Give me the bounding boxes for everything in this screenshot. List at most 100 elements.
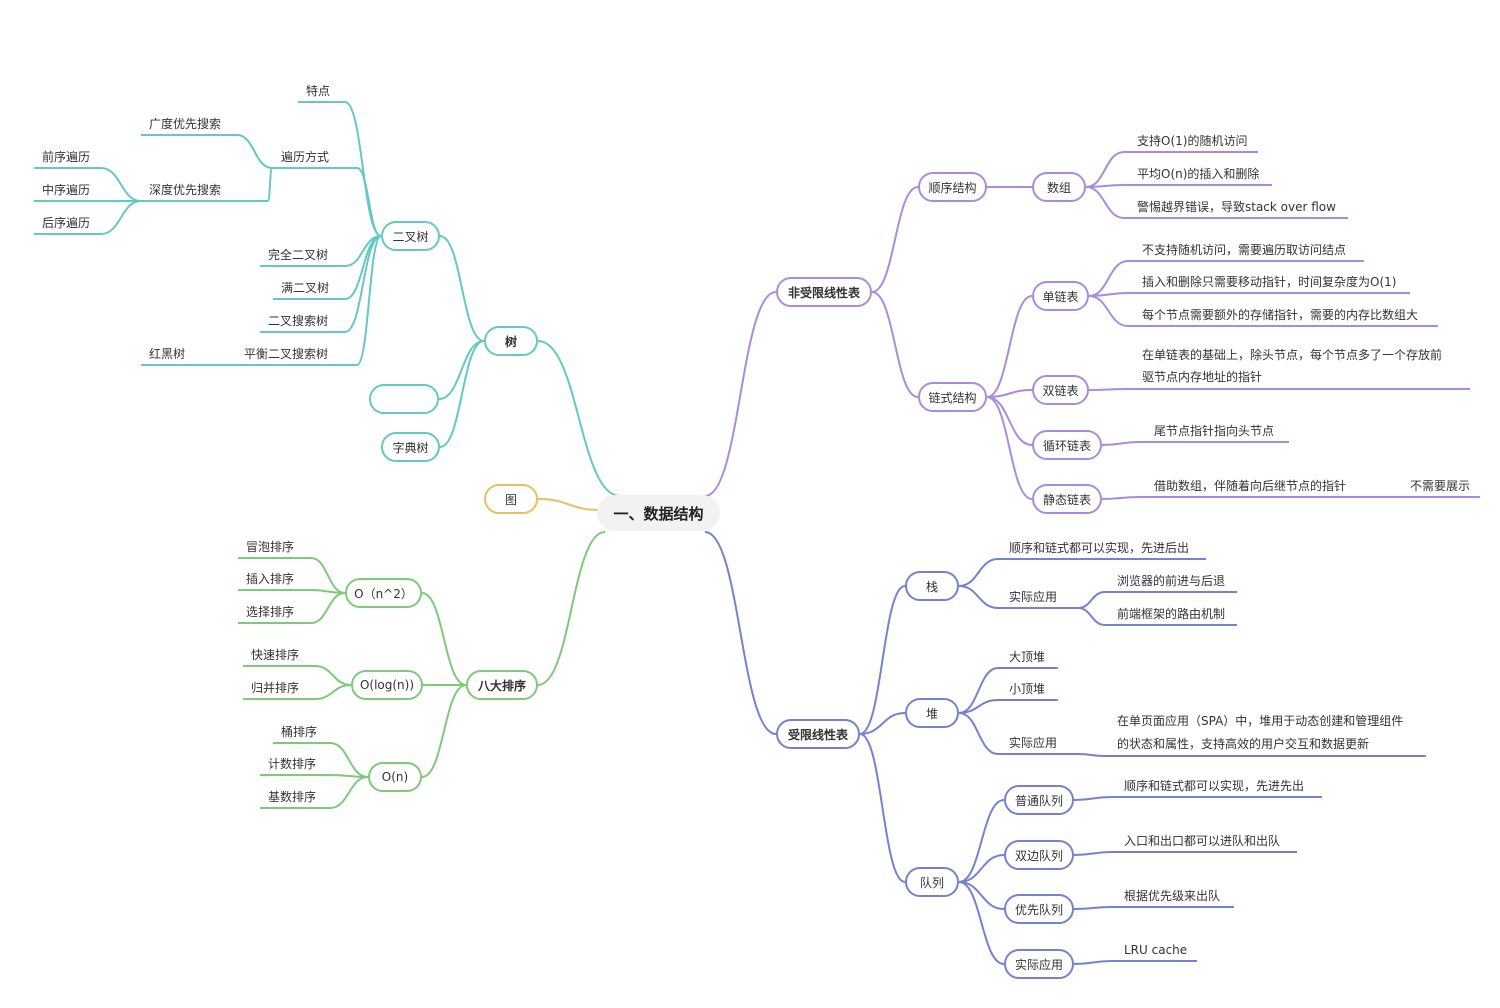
connector-15 — [267, 167, 273, 202]
connector-34 — [1085, 151, 1125, 188]
node-tree[interactable]: 树 — [484, 326, 538, 356]
topic-insertion[interactable]: 插入排序 — [246, 572, 295, 586]
topic-dfs[interactable]: 深度优先搜索 — [149, 183, 222, 197]
connector-25 — [310, 592, 346, 624]
connector-62 — [1073, 796, 1113, 801]
topic-array-3[interactable]: 警惕越界错误，导致stack over flow — [1137, 200, 1336, 214]
node-sequential[interactable]: 顺序结构 — [918, 172, 987, 202]
connector-13 — [356, 235, 382, 366]
topic-balanced-bst[interactable]: 平衡二叉搜索树 — [244, 347, 329, 361]
topic-inorder[interactable]: 中序遍历 — [42, 183, 91, 197]
connector-2 — [537, 531, 606, 686]
node-double-list[interactable]: 双链表 — [1032, 375, 1089, 405]
connector-32 — [871, 291, 919, 398]
node-binary-tree[interactable]: 二叉树 — [381, 221, 440, 251]
topic-full-tree[interactable]: 满二叉树 — [281, 281, 330, 295]
connector-52 — [1077, 591, 1106, 609]
node-chained[interactable]: 链式结构 — [918, 382, 987, 412]
topic-double-1-line2[interactable]: 驱节点内存地址的指针 — [1142, 370, 1263, 384]
topic-static-1[interactable]: 借助数组，伴随着向后继节点的指针 — [1154, 479, 1347, 493]
connector-36 — [1085, 186, 1125, 219]
topic-redblack[interactable]: 红黑树 — [149, 347, 186, 361]
topic-counting[interactable]: 计数排序 — [268, 757, 317, 771]
topic-selection[interactable]: 选择排序 — [246, 605, 295, 619]
topic-postorder[interactable]: 后序遍历 — [42, 216, 91, 230]
node-normal-queue[interactable]: 普通队列 — [1004, 785, 1074, 815]
connector-22 — [421, 684, 467, 778]
topic-double-1-line1[interactable]: 在单链表的基础上，除头节点，每个节点多了一个存放前 — [1142, 348, 1443, 362]
topic-quick[interactable]: 快速排序 — [251, 648, 300, 662]
node-queue-app[interactable]: 实际应用 — [1004, 949, 1074, 979]
topic-heap-app-1-line2[interactable]: 的状态和属性，支持高效的用户交互和数据更新 — [1117, 737, 1370, 751]
topic-heap-app-1-line1[interactable]: 在单页面应用（SPA）中，堆用于动态创建和管理组件 — [1117, 714, 1404, 728]
topic-circular-1[interactable]: 尾节点指针指向头节点 — [1154, 424, 1275, 438]
topic-single-2[interactable]: 插入和删除只需要移动指针，时间复杂度为O(1) — [1142, 275, 1397, 289]
connector-58 — [958, 799, 1005, 883]
node-heap[interactable]: 堆 — [905, 698, 959, 728]
node-huffman-tree[interactable] — [369, 384, 439, 414]
node-array[interactable]: 数组 — [1032, 172, 1086, 202]
node-deque[interactable]: 双边队列 — [1004, 840, 1074, 870]
node-trie[interactable]: 字典树 — [381, 432, 440, 462]
topic-radix[interactable]: 基数排序 — [268, 790, 317, 804]
topic-features[interactable]: 特点 — [306, 84, 331, 98]
node-o-n[interactable]: O(n) — [368, 762, 422, 792]
node-priority-queue[interactable]: 优先队列 — [1004, 894, 1074, 924]
node-o-n2[interactable]: O（n^2） — [345, 578, 422, 608]
topic-max-heap[interactable]: 大顶堆 — [1009, 650, 1046, 664]
node-circular-list[interactable]: 循环链表 — [1032, 430, 1102, 460]
node-graph[interactable]: 图 — [484, 484, 538, 514]
root-node[interactable]: 一、数据结构 — [597, 495, 720, 531]
topic-bubble[interactable]: 冒泡排序 — [246, 540, 295, 554]
node-o-nlogn[interactable]: O(log(n)) — [351, 670, 423, 700]
connector-9 — [356, 167, 382, 237]
connector-6 — [438, 340, 485, 400]
connector-30 — [329, 776, 369, 809]
topic-normal-queue-1[interactable]: 顺序和链式都可以实现，先进先出 — [1124, 779, 1305, 793]
topic-lru[interactable]: LRU cache — [1124, 943, 1188, 957]
connector-39 — [986, 396, 1033, 446]
node-single-list[interactable]: 单链表 — [1032, 281, 1089, 311]
topic-bst[interactable]: 二叉搜索树 — [268, 314, 329, 328]
connector-49 — [859, 733, 906, 883]
connector-51 — [958, 585, 999, 609]
connector-44 — [1088, 388, 1129, 391]
connector-37 — [986, 295, 1033, 398]
connector-0 — [537, 340, 621, 497]
topic-array-1[interactable]: 支持O(1)的随机访问 — [1137, 134, 1248, 148]
connector-47 — [859, 585, 906, 735]
topic-single-1[interactable]: 不支持随机访问，需要遍历取访问结点 — [1142, 243, 1347, 257]
topic-stack-app[interactable]: 实际应用 — [1009, 590, 1058, 604]
node-queue[interactable]: 队列 — [905, 867, 959, 897]
topic-array-2[interactable]: 平均O(n)的插入和删除 — [1137, 167, 1260, 181]
connector-7 — [439, 340, 485, 448]
node-stack[interactable]: 栈 — [905, 571, 959, 601]
node-static-list[interactable]: 静态链表 — [1032, 484, 1102, 514]
connector-31 — [871, 186, 919, 293]
topic-traversal[interactable]: 遍历方式 — [281, 150, 330, 164]
topic-static-2[interactable]: 不需要展示 — [1410, 479, 1471, 493]
node-restricted-list[interactable]: 受限线性表 — [776, 719, 860, 749]
topic-stack-app-2[interactable]: 前端框架的路由机制 — [1117, 607, 1226, 621]
connector-20 — [421, 592, 467, 686]
topic-heap-app[interactable]: 实际应用 — [1009, 736, 1058, 750]
topic-stack-1[interactable]: 顺序和链式都可以实现，先进后出 — [1009, 541, 1190, 555]
connector-55 — [958, 699, 999, 714]
topic-merge[interactable]: 归并排序 — [251, 681, 300, 695]
topic-min-heap[interactable]: 小顶堆 — [1009, 682, 1046, 696]
topic-deque-1[interactable]: 入口和出口都可以进队和出队 — [1124, 834, 1281, 848]
connector-45 — [1101, 441, 1141, 446]
topic-bucket[interactable]: 桶排序 — [281, 725, 318, 739]
node-linear-list[interactable]: 非受限线性表 — [776, 277, 872, 307]
topic-complete-tree[interactable]: 完全二叉树 — [268, 248, 329, 262]
topic-preorder[interactable]: 前序遍历 — [42, 150, 91, 164]
topic-bfs[interactable]: 广度优先搜索 — [149, 117, 222, 131]
node-sort[interactable]: 八大排序 — [466, 670, 538, 700]
topic-single-3[interactable]: 每个节点需要额外的存储指针，需要的内存比数组大 — [1142, 308, 1419, 322]
topic-priority-queue-1[interactable]: 根据优先级来出队 — [1124, 889, 1221, 903]
connector-12 — [344, 235, 382, 333]
topic-stack-app-1[interactable]: 浏览器的前进与后退 — [1117, 574, 1226, 588]
connector-26 — [314, 665, 352, 686]
